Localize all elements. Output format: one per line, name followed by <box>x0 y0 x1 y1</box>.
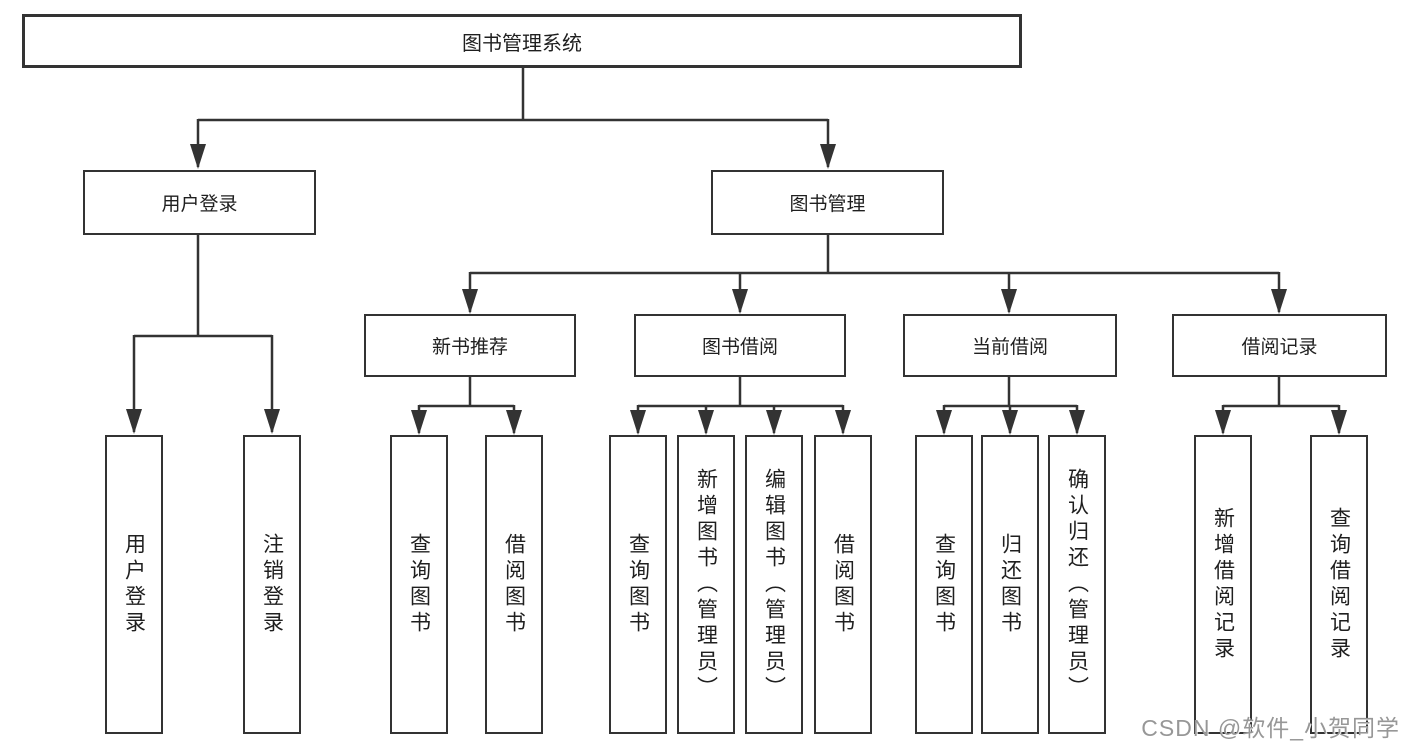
node-library-management-system: 图书管理系统 <box>22 14 1022 68</box>
node-label: 新增借阅记录 <box>1211 506 1235 663</box>
node-label: 查询借阅记录 <box>1327 506 1351 663</box>
node-label: 借阅图书 <box>831 532 855 637</box>
node-current-borrow: 当前借阅 <box>903 314 1117 377</box>
leaf-edit-book-admin: 编辑图书（管理员） <box>745 435 803 734</box>
watermark: CSDN @软件_小贺同学 <box>1141 715 1400 741</box>
node-label: 图书管理 <box>789 194 866 215</box>
leaf-logout: 注销登录 <box>243 435 301 734</box>
leaf-add-borrow-record: 新增借阅记录 <box>1194 435 1252 734</box>
node-book-borrow: 图书借阅 <box>634 314 846 377</box>
leaf-confirm-return-admin: 确认归还（管理员） <box>1048 435 1106 734</box>
node-borrow-records: 借阅记录 <box>1172 314 1387 377</box>
node-label: 注销登录 <box>260 532 284 637</box>
node-label: 查询图书 <box>626 532 650 637</box>
node-label: 用户登录 <box>122 532 146 637</box>
leaf-query-books-current: 查询图书 <box>915 435 973 734</box>
node-label: 新书推荐 <box>431 337 508 358</box>
node-user-login: 用户登录 <box>83 170 316 235</box>
leaf-add-book-admin: 新增图书（管理员） <box>677 435 735 734</box>
node-book-management: 图书管理 <box>711 170 944 235</box>
node-label: 新增图书（管理员） <box>694 467 718 702</box>
node-label: 编辑图书（管理员） <box>762 467 786 702</box>
leaf-query-borrow-record: 查询借阅记录 <box>1310 435 1368 734</box>
leaf-return-book: 归还图书 <box>981 435 1039 734</box>
leaf-user-login: 用户登录 <box>105 435 163 734</box>
node-label: 用户登录 <box>161 194 238 215</box>
leaf-query-books-recommend: 查询图书 <box>390 435 448 734</box>
node-label: 借阅记录 <box>1241 337 1318 358</box>
leaf-borrow-books-recommend: 借阅图书 <box>485 435 543 734</box>
node-label: 当前借阅 <box>971 337 1048 358</box>
node-label: 确认归还（管理员） <box>1065 467 1089 702</box>
node-label: 查询图书 <box>407 532 431 637</box>
node-label: 图书借阅 <box>701 337 778 358</box>
node-label: 图书管理系统 <box>462 32 582 55</box>
node-label: 归还图书 <box>998 532 1022 637</box>
leaf-borrow-books: 借阅图书 <box>814 435 872 734</box>
node-new-book-recommend: 新书推荐 <box>364 314 576 377</box>
node-label: 查询图书 <box>932 532 956 637</box>
leaf-query-books-borrow: 查询图书 <box>609 435 667 734</box>
node-label: 借阅图书 <box>502 532 526 637</box>
